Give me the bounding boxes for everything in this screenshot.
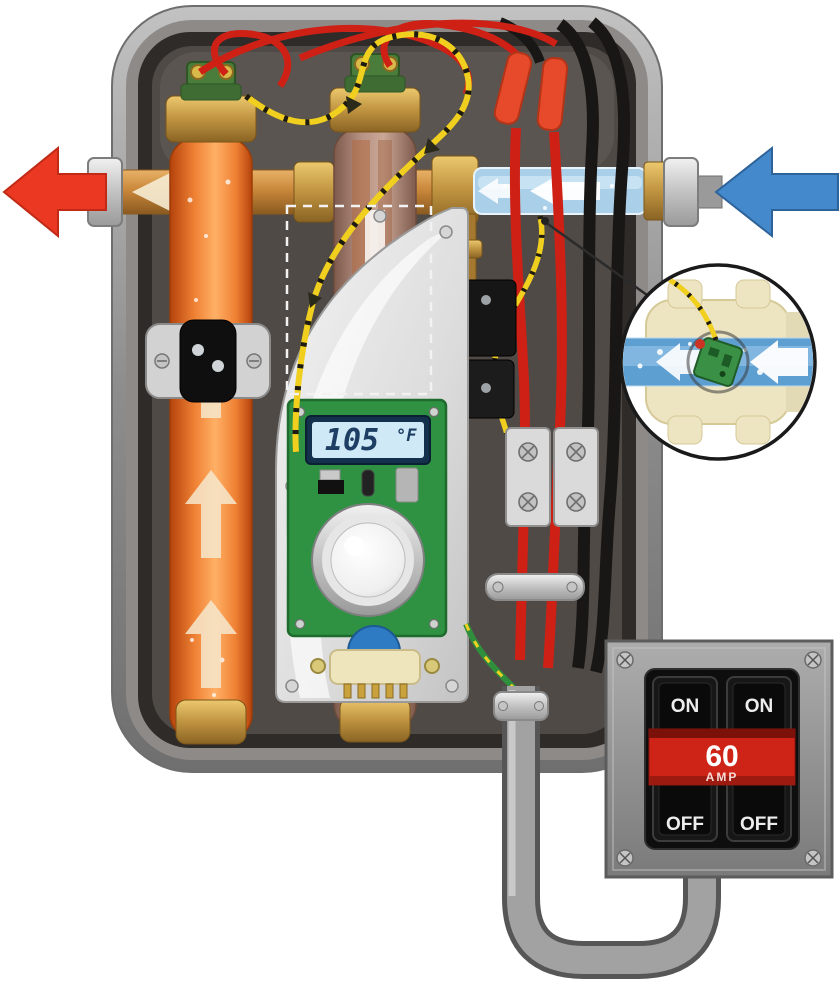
red-cable-1 xyxy=(509,127,530,661)
sensor-pins xyxy=(343,683,408,699)
cold-water-in-arrow-icon xyxy=(714,145,839,239)
element-hex-left-base xyxy=(180,83,242,101)
callout-line xyxy=(544,220,655,302)
hot-water-out-arrow-icon xyxy=(2,145,107,239)
up-flow-arrow-icon xyxy=(185,600,237,688)
crimp-connector-1 xyxy=(493,51,533,125)
display-screen xyxy=(312,422,424,458)
inlet-hex-nut xyxy=(663,157,699,227)
element-bottom-cap-left xyxy=(175,699,247,745)
cold-flow-arrow-icon xyxy=(530,174,600,208)
sensor-turbine-ring xyxy=(686,330,750,394)
ground-wire xyxy=(463,622,519,693)
element-bottom-cap-center xyxy=(339,697,411,743)
breaker-panel: ON OFF ON OFF 60 AMP xyxy=(604,639,834,879)
pipe-brass-nut xyxy=(293,161,335,223)
heating-element-left xyxy=(165,61,257,745)
control-knob xyxy=(311,503,425,617)
crimp-connector-2 xyxy=(536,56,569,132)
red-wire-top xyxy=(298,19,558,62)
sensor-screw-left xyxy=(310,658,326,674)
flow-sensor-inset xyxy=(619,263,817,461)
cold-flow-arrow-icon-2 xyxy=(478,178,520,204)
detail-dashed-box xyxy=(285,204,433,396)
pcb-component-relay xyxy=(318,480,344,494)
external-fittings xyxy=(2,145,839,239)
pcb-screws xyxy=(294,406,440,630)
flow-arrowhead xyxy=(308,292,322,308)
sensor-red-component xyxy=(695,339,705,349)
wiring-top xyxy=(198,19,569,453)
black-cable-1 xyxy=(556,19,599,669)
knob-highlight xyxy=(344,536,364,556)
relay-screw xyxy=(481,383,491,393)
flow-sensor-component xyxy=(310,625,440,699)
terminal-blocks xyxy=(505,427,599,527)
thermostat-body xyxy=(179,319,237,403)
inset-flow-arrow-icon xyxy=(750,340,808,384)
breaker-amperage-unit: AMP xyxy=(706,770,739,784)
element-flange-left xyxy=(165,95,257,143)
flow-arrowhead xyxy=(424,138,440,154)
sensor-screw-right xyxy=(424,658,440,674)
display-temperature-unit: °F xyxy=(396,426,417,446)
sensor-blue-dome xyxy=(346,625,402,653)
pcb-component-tab xyxy=(319,469,341,481)
up-flow-arrow-icon xyxy=(185,470,237,558)
wiring-vertical xyxy=(497,17,631,674)
flow-arrowhead xyxy=(346,96,362,114)
breaker-right-on-label: ON xyxy=(745,696,774,717)
breaker-left-on-label: ON xyxy=(671,696,700,717)
black-cable-2 xyxy=(587,17,631,674)
callout-anchor-dot xyxy=(541,217,549,225)
thermostat-contact-1 xyxy=(192,344,204,356)
breaker-rating: 60 AMP xyxy=(648,728,796,786)
high-limit-thermostat xyxy=(145,319,271,403)
sensor-chip xyxy=(693,337,743,387)
wire-clamp-mid xyxy=(485,573,585,601)
sensor-body xyxy=(329,649,421,685)
terminal-block-left xyxy=(505,427,551,527)
conduit xyxy=(493,686,721,979)
temperature-display: 105 °F xyxy=(305,415,431,465)
display-temperature-value: 105 xyxy=(325,423,379,458)
pcb-component-module xyxy=(395,467,419,503)
breaker-left-off-label: OFF xyxy=(666,814,704,835)
conduit-clamp xyxy=(493,691,549,721)
control-board: 105 °F xyxy=(286,398,448,638)
thermostat-contact-2 xyxy=(212,360,224,372)
breaker-right-off-label: OFF xyxy=(740,814,778,835)
breaker-amperage-value: 60 xyxy=(705,740,738,773)
red-wire-loop xyxy=(211,30,292,89)
relay-screw xyxy=(481,295,491,305)
pcb-component-capacitor xyxy=(361,469,375,497)
inset-flow-arrow-icon xyxy=(656,343,704,381)
terminal-screws xyxy=(518,442,586,512)
terminal-block-right xyxy=(553,427,599,527)
breaker-corner-screws xyxy=(616,651,822,867)
